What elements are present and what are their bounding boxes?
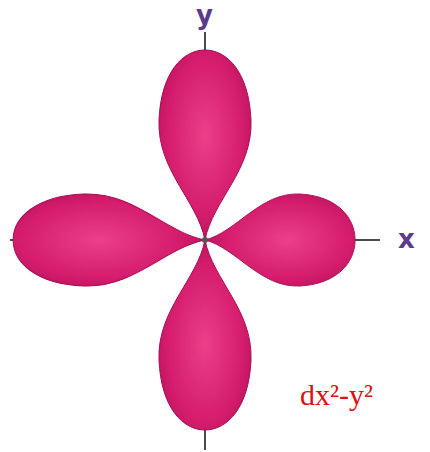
nucleus-dot bbox=[202, 237, 208, 243]
orbital-lobes bbox=[13, 50, 355, 430]
lobe-left bbox=[13, 194, 205, 286]
lobe-right bbox=[205, 194, 355, 286]
lobe-bottom bbox=[159, 240, 251, 430]
axis-label: y bbox=[196, 2, 213, 28]
lobe-top bbox=[159, 50, 251, 240]
axis-label: x bbox=[398, 226, 415, 252]
orbital-name: dx²-y² bbox=[300, 380, 373, 410]
